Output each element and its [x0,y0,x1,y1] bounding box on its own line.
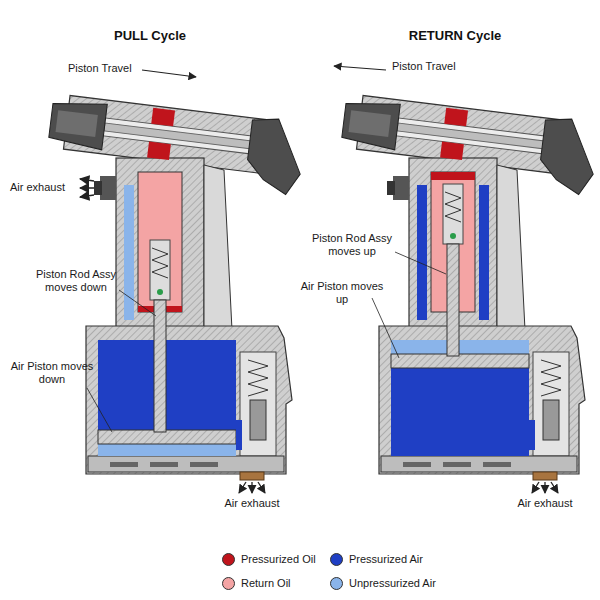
tool-part [444,108,468,127]
exhaust-arrow [251,482,252,493]
panel-title: RETURN Cycle [375,28,535,44]
tool-part [440,141,464,160]
exhaust-arrow [239,482,246,493]
exhaust-label: Air exhaust [10,181,76,194]
tool-part [417,185,427,320]
leader-line [372,298,399,358]
part-label: Piston Rod Assy moves down [26,268,126,294]
exhaust-arrow [80,187,94,189]
legend-item: Unpressurized Air [330,576,436,592]
return-tool [246,66,600,493]
label-slot: Air exhaust [10,181,76,194]
label-slot: Piston Travel [68,62,140,75]
rod-spring [152,248,168,278]
leader-line [119,290,156,316]
exhaust-arrow [80,195,94,197]
label-slot: Air Piston moves down [10,360,94,386]
oil-chamber [138,172,182,312]
return-internals [246,108,558,493]
label-slot: Piston Rod Assy moves up [302,232,402,258]
label-slot: Piston Rod Assy moves down [26,268,126,294]
part-label: Piston Rod Assy moves up [302,232,402,258]
legend-text: Pressurized Oil [241,552,316,567]
legend-text: Pressurized Air [349,552,423,567]
tool-part [147,141,171,160]
exhaust-arrow [258,482,265,493]
legend-swatch [330,577,343,590]
travel-arrow [142,70,196,77]
air-channel [236,420,242,450]
tool-part [447,244,459,356]
label-slot: Air exhaust [217,497,287,510]
legend-text: Return Oil [241,576,291,591]
legend-text: Unpressurized Air [349,576,436,591]
tool-part [443,184,463,244]
travel-arrow [334,66,386,70]
legend-swatch [330,553,343,566]
leader-line [87,388,112,432]
label-slot: PULL Cycle [70,28,230,44]
motion-label: Piston Travel [68,62,140,75]
tool-part [450,233,456,239]
label-slot: Air Piston moves up [300,280,384,306]
tool-part [551,482,558,493]
legend-item: Pressurized Oil [222,552,316,568]
tool-part [445,192,461,222]
leader-line [395,252,446,274]
head-oil [147,108,175,160]
air-piston [98,430,236,444]
legend-swatch [222,553,235,566]
legend-item: Pressurized Air [330,552,423,568]
panel-title: PULL Cycle [70,28,230,44]
label-slot: Air exhaust [510,497,580,510]
label-slot: Piston Travel [392,60,464,73]
tool-part [479,185,489,320]
piston-rod [154,300,166,432]
tool-part [532,482,539,493]
label-slot: RETURN Cycle [375,28,535,44]
exhaust-label: Air exhaust [217,497,287,510]
exhaust-label: Air exhaust [510,497,580,510]
air-below-piston [98,444,236,456]
tool-part [391,340,529,354]
part-label: Air Piston moves up [300,280,384,306]
tool-part [529,420,535,450]
valve-ball [157,289,163,295]
legend-swatch [222,577,235,590]
tool-part [440,108,468,160]
exhaust-arrow [80,179,94,181]
tool-part [151,108,175,127]
motion-label: Piston Travel [392,60,464,73]
tool-part [391,368,529,456]
part-label: Air Piston moves down [10,360,94,386]
rod-valve [150,240,170,300]
legend-item: Return Oil [222,576,291,592]
tool-part [391,354,529,368]
tool-part [544,482,545,493]
air-cylinder [98,340,236,430]
tool-part [431,172,475,180]
